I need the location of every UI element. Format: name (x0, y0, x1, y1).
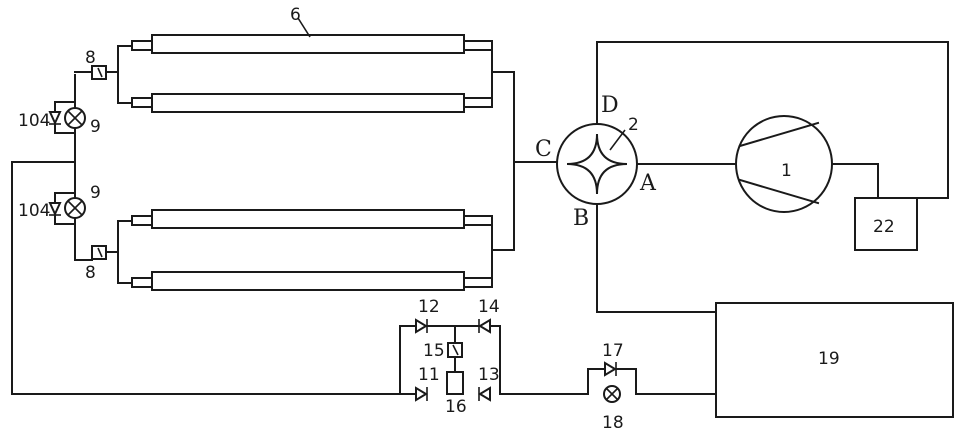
expansion-valve-top (65, 108, 85, 128)
check-valve-14 (479, 319, 490, 333)
label-exp-valve-18: 18 (602, 413, 624, 433)
label-separator: 22 (873, 217, 895, 237)
label-exp-valve-bottom: 9 (90, 183, 101, 203)
label-port-a: A (639, 171, 657, 196)
label-port-d: D (601, 93, 619, 118)
check-valve-12 (416, 319, 427, 333)
expansion-valve-bottom (65, 198, 85, 218)
label-check-valve-11: 11 (418, 365, 440, 385)
check-valve-11 (416, 387, 427, 401)
label-component-16: 16 (445, 397, 467, 417)
check-valve-104-top (49, 112, 61, 124)
label-check-valve-top: 104 (18, 111, 50, 131)
filter-15 (448, 343, 462, 357)
label-port-b: B (573, 206, 589, 231)
check-valve-13 (479, 387, 490, 401)
check-valve-104-bottom (49, 203, 61, 215)
check-valve-17 (605, 362, 616, 376)
label-check-valve-14: 14 (478, 297, 500, 317)
label-exp-valve-top: 9 (90, 117, 101, 137)
four-way-valve (557, 124, 637, 204)
label-check-valve-12: 12 (418, 297, 440, 317)
label-filter-15: 15 (423, 341, 445, 361)
component-16-box (447, 372, 463, 394)
label-filter-bottom: 8 (85, 263, 96, 283)
label-four-way-valve: 2 (628, 115, 639, 135)
label-check-valve-bottom: 104 (18, 201, 50, 221)
label-filter-top: 8 (85, 48, 96, 68)
label-tank: 19 (818, 349, 840, 369)
label-heat-exchanger: 6 (290, 5, 301, 25)
filter-bottom (92, 246, 106, 259)
label-check-valve-17: 17 (602, 341, 624, 361)
label-compressor: 1 (781, 161, 792, 181)
label-check-valve-13: 13 (478, 365, 500, 385)
expansion-valve-18 (604, 386, 620, 402)
label-port-c: C (535, 137, 552, 162)
heat-exchanger-6 (132, 18, 492, 290)
